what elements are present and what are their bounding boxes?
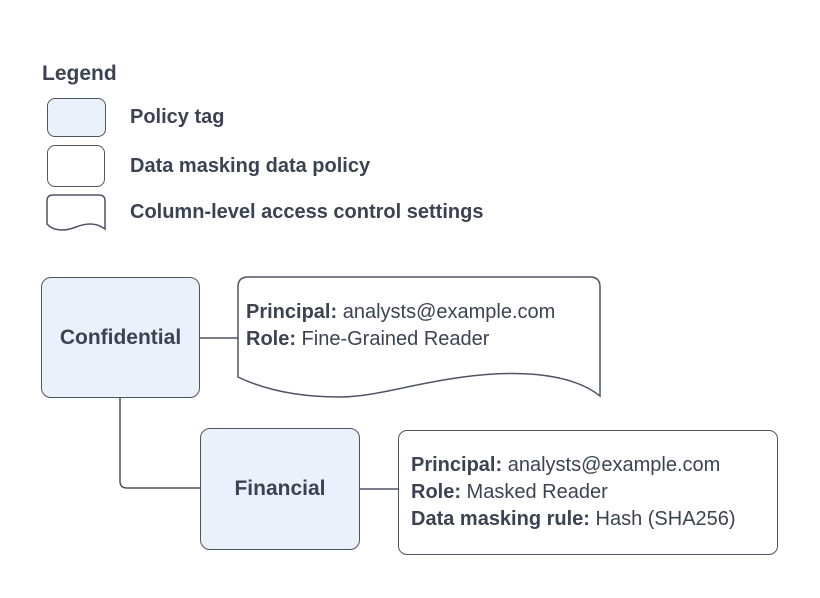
principal-label: Principal:	[411, 454, 503, 476]
node-financial-label: Financial	[234, 477, 326, 500]
masking-policy-principal-line: Principal: analysts@example.com	[411, 452, 777, 479]
access-settings-document-shape	[237, 276, 601, 398]
legend-item-policy-tag: Policy tag	[130, 106, 225, 128]
access-settings-role-line: Role: Fine-Grained Reader	[246, 326, 555, 353]
legend-item-column-access-settings: Column-level access control settings	[130, 200, 484, 223]
masking-rule-value: Hash (SHA256)	[589, 508, 736, 530]
node-confidential-label: Confidential	[59, 325, 182, 349]
role-label: Role:	[246, 328, 296, 350]
node-confidential-policy-tag: Confidential	[41, 277, 200, 398]
node-masking-policy: Principal: analysts@example.com Role: Ma…	[398, 430, 778, 555]
role-value: Fine-Grained Reader	[296, 328, 490, 350]
masking-policy-role-line: Role: Masked Reader	[411, 479, 777, 506]
access-settings-principal-line: Principal: analysts@example.com	[246, 299, 555, 326]
principal-label: Principal:	[246, 301, 338, 323]
legend-item-data-masking-policy: Data masking data policy	[130, 154, 371, 177]
role-value: Masked Reader	[461, 481, 608, 503]
node-financial-policy-tag: Financial	[200, 428, 360, 550]
role-label: Role:	[411, 481, 461, 503]
data-masking-policy-swatch-icon	[47, 145, 105, 187]
masking-policy-rule-line: Data masking rule: Hash (SHA256)	[411, 506, 777, 533]
policy-tag-swatch-icon	[47, 98, 106, 137]
column-access-settings-swatch-icon	[46, 194, 106, 231]
principal-value: analysts@example.com	[502, 454, 721, 476]
principal-value: analysts@example.com	[337, 301, 556, 323]
node-access-settings-text: Principal: analysts@example.com Role: Fi…	[246, 299, 555, 353]
connector-confidential-financial	[119, 398, 200, 489]
masking-rule-label: Data masking rule:	[411, 508, 590, 530]
legend-title: Legend	[42, 62, 117, 85]
